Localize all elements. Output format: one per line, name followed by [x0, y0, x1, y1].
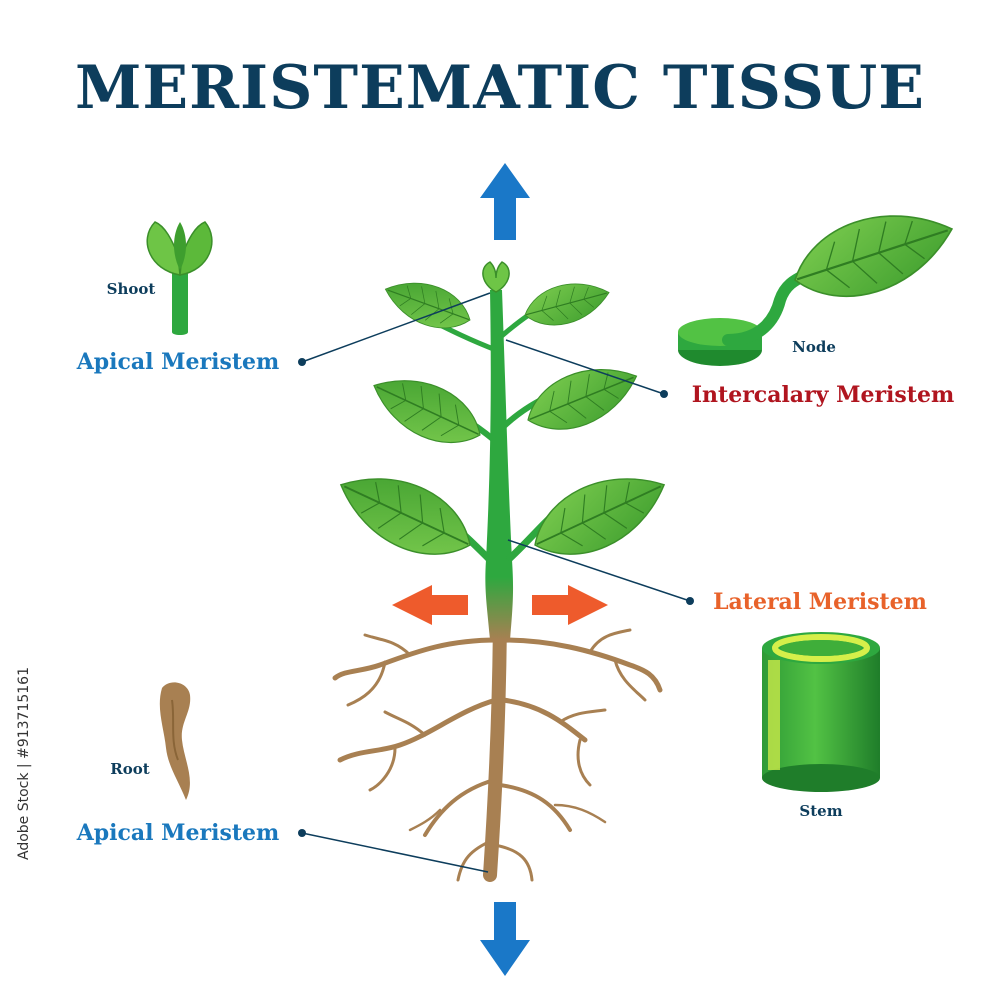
plant-shoot-bud: [482, 261, 510, 293]
stem-cylinder-icon: [762, 632, 880, 792]
shoot-label: Shoot: [107, 280, 156, 298]
shoot-tip-icon: [146, 221, 213, 335]
stock-watermark: Adobe Stock | #913715161: [16, 667, 32, 860]
lateral-meristem-label: Lateral Meristem: [713, 589, 927, 615]
root-tip-icon: [159, 682, 191, 800]
apical-bottom-leader-dot: [298, 829, 306, 837]
intercalary-leader-line: [505, 339, 665, 395]
plant-stem: [485, 290, 514, 640]
down-arrow-icon: [480, 902, 530, 976]
node-leaf-icon: [678, 193, 965, 366]
lateral-leader-dot: [686, 597, 694, 605]
intercalary-leader-dot: [660, 390, 668, 398]
up-arrow-icon: [480, 163, 530, 240]
intercalary-meristem-label: Intercalary Meristem: [692, 382, 954, 408]
plant-roots: [332, 593, 663, 882]
apical-meristem-bottom-label: Apical Meristem: [76, 820, 280, 846]
stem-label: Stem: [799, 802, 842, 820]
apical-meristem-top-label: Apical Meristem: [76, 349, 280, 375]
apical-top-leader-dot: [298, 358, 306, 366]
right-arrow-icon: [532, 585, 608, 625]
apical-bottom-leader-line: [301, 832, 489, 873]
node-label: Node: [792, 338, 836, 356]
page-title: MERISTEMATIC TISSUE: [75, 53, 925, 123]
lateral-leader-line: [507, 539, 691, 602]
root-label: Root: [110, 760, 149, 778]
apical-top-leader-line: [301, 292, 491, 363]
left-arrow-icon: [392, 585, 468, 625]
